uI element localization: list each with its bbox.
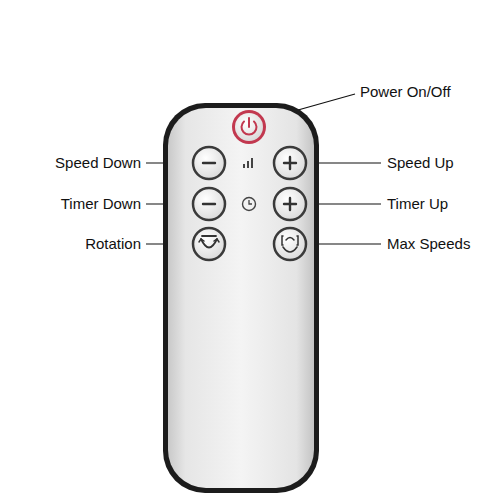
max-speeds-symbol xyxy=(282,236,298,245)
speed-down-button xyxy=(193,147,225,179)
leader-line xyxy=(309,243,381,244)
timer-down-button xyxy=(193,188,225,220)
timer-up-button xyxy=(274,188,306,220)
power-face xyxy=(235,113,263,141)
callout-label: Rotation xyxy=(85,235,141,253)
max-speeds-symbol xyxy=(283,247,297,252)
leader-line xyxy=(309,203,381,204)
clock-icon xyxy=(249,200,252,204)
speed-bars-icon xyxy=(251,158,253,168)
panel-icons xyxy=(243,158,256,211)
callout-label: Timer Up xyxy=(387,195,448,213)
minus-symbol xyxy=(203,203,215,205)
rotation-symbol xyxy=(202,235,216,237)
minus-symbol xyxy=(203,162,215,164)
buttons xyxy=(193,147,306,260)
max-speeds-symbol xyxy=(286,238,294,241)
remote-body xyxy=(163,103,319,493)
plus-symbol xyxy=(289,157,291,169)
callout-label: Speed Up xyxy=(387,154,454,172)
power-icon xyxy=(248,118,250,127)
callout-label: Timer Down xyxy=(61,195,141,213)
power-ring xyxy=(232,110,266,144)
plus-symbol xyxy=(289,198,291,210)
speed-up-button xyxy=(274,147,306,179)
body-face xyxy=(168,108,314,488)
leader-line xyxy=(309,162,381,163)
body-outline xyxy=(163,103,319,493)
rotation-button xyxy=(193,228,225,260)
power-button xyxy=(232,110,266,144)
max-speeds-button xyxy=(274,228,306,260)
callout-label: Speed Down xyxy=(55,154,141,172)
rotation-symbol xyxy=(199,239,219,242)
speed-bars-icon xyxy=(243,164,245,168)
clock-icon xyxy=(243,198,256,211)
button-symbols xyxy=(199,157,298,252)
callout-label: Max Speeds xyxy=(387,235,470,253)
callout-label: Power On/Off xyxy=(360,83,451,101)
speed-bars-icon xyxy=(247,161,249,168)
